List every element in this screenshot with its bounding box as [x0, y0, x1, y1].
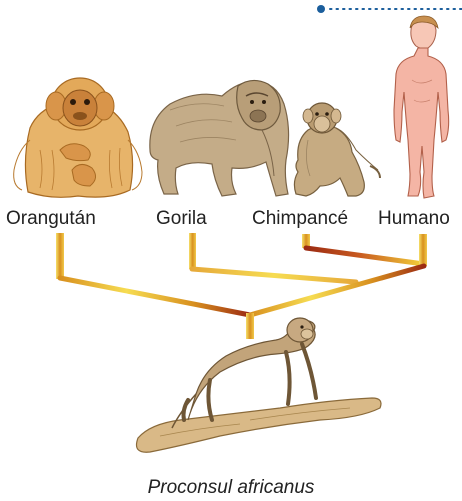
header-dot-icon: [317, 5, 325, 13]
branch-humano-vertical: [419, 234, 427, 266]
branch-orangutan-vertical: [56, 233, 64, 279]
human-illustration: [394, 16, 449, 198]
branch-gorila-vertical: [189, 233, 196, 269]
label-orangutan: Orangután: [6, 209, 96, 228]
branch-stem-vertical: [246, 313, 254, 339]
cladogram-branches: [56, 233, 427, 339]
orangutan-illustration: [14, 78, 142, 197]
branch-gorila-horizontal: [192, 269, 356, 282]
header-dotted-line: [317, 5, 462, 13]
label-proconsul-africanus: Proconsul africanus: [0, 478, 462, 497]
gorilla-illustration: [150, 80, 289, 196]
branch-orangutan-diagonal: [60, 278, 250, 315]
label-humano: Humano: [378, 209, 450, 228]
branch-chimp-diagonal: [306, 248, 424, 264]
proconsul-illustration: [137, 318, 382, 452]
chimpanzee-illustration: [294, 103, 380, 196]
label-gorila: Gorila: [156, 209, 207, 228]
label-chimpance: Chimpancé: [252, 209, 348, 228]
